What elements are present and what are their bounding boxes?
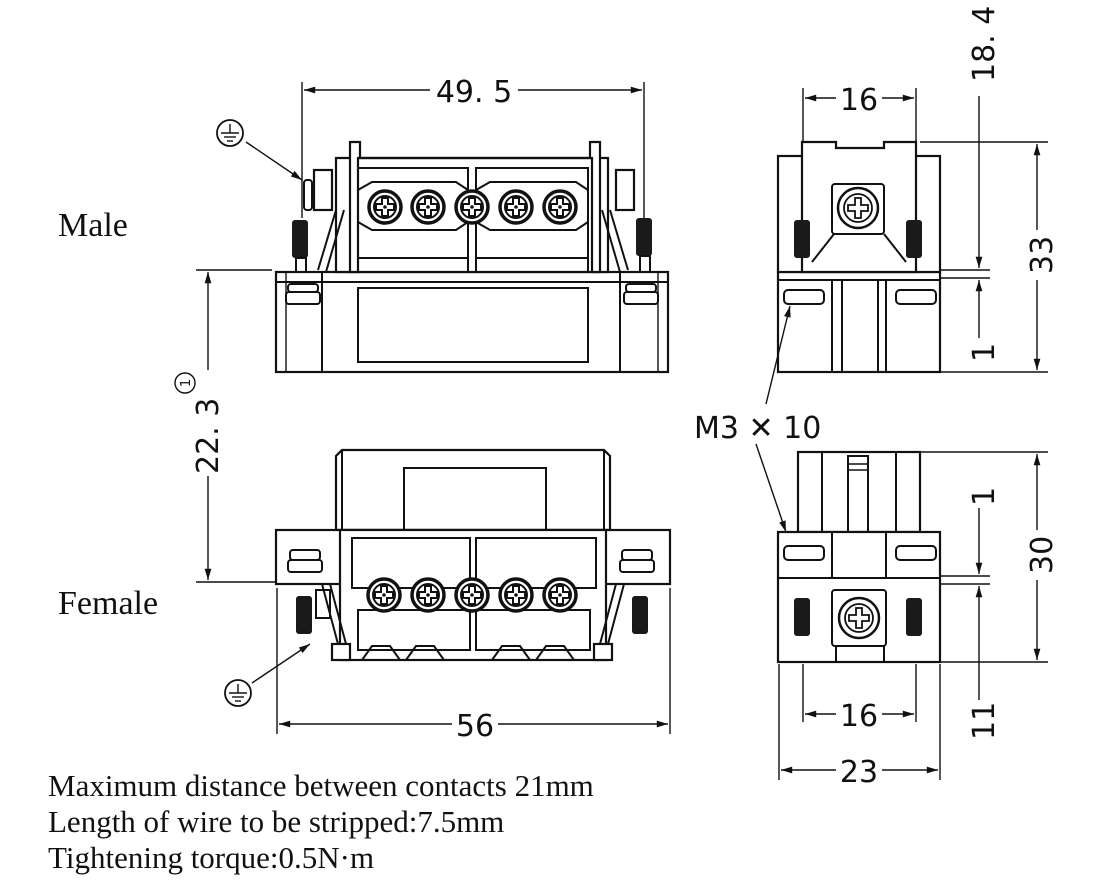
note-marker: 1 (179, 379, 194, 387)
ground-icon (224, 643, 311, 707)
note-line: Maximum distance between contacts 21mm (48, 768, 594, 803)
male-label: Male (58, 207, 128, 244)
female-side-width-label: 23 (840, 755, 878, 790)
female-front-view (274, 448, 672, 662)
dim-male-width: 49. 5 (301, 75, 645, 218)
screw-spec-label: M3 ✕ 10 (694, 411, 821, 446)
female-side-view (776, 450, 942, 664)
screw-spec-callout: M3 ✕ 10 (694, 305, 821, 533)
female-total-height-label: 30 (1025, 536, 1060, 574)
male-front-view (274, 140, 670, 374)
male-side-view (776, 140, 942, 374)
dim-male-heights: 18. 4 1 33 (920, 6, 1060, 373)
dim-female-width: 56 (276, 588, 671, 744)
female-side-pitch-label: 16 (840, 699, 878, 734)
mating-height-label: 22. 3 (191, 398, 226, 474)
male-top-height-label: 18. 4 (967, 6, 1002, 82)
male-width-label: 49. 5 (436, 75, 512, 110)
male-gap-label: 1 (967, 343, 1002, 362)
male-side-pitch-label: 16 (840, 83, 878, 118)
spec-notes: Maximum distance between contacts 21mm L… (48, 768, 594, 875)
female-width-label: 56 (456, 709, 494, 744)
male-total-height-label: 33 (1025, 236, 1060, 274)
note-line: Tightening torque:0.5N·m (48, 840, 374, 875)
ground-icon (216, 119, 303, 181)
female-label: Female (58, 585, 158, 622)
female-lower-height-label: 11 (967, 702, 1002, 740)
dim-female-side: 1 11 30 16 23 (778, 451, 1060, 790)
dim-male-side-pitch: 16 (802, 83, 917, 142)
dim-mating-height: 22. 3 1 (174, 269, 276, 583)
female-gap-label: 1 (967, 487, 1002, 506)
note-line: Length of wire to be stripped:7.5mm (48, 804, 504, 839)
